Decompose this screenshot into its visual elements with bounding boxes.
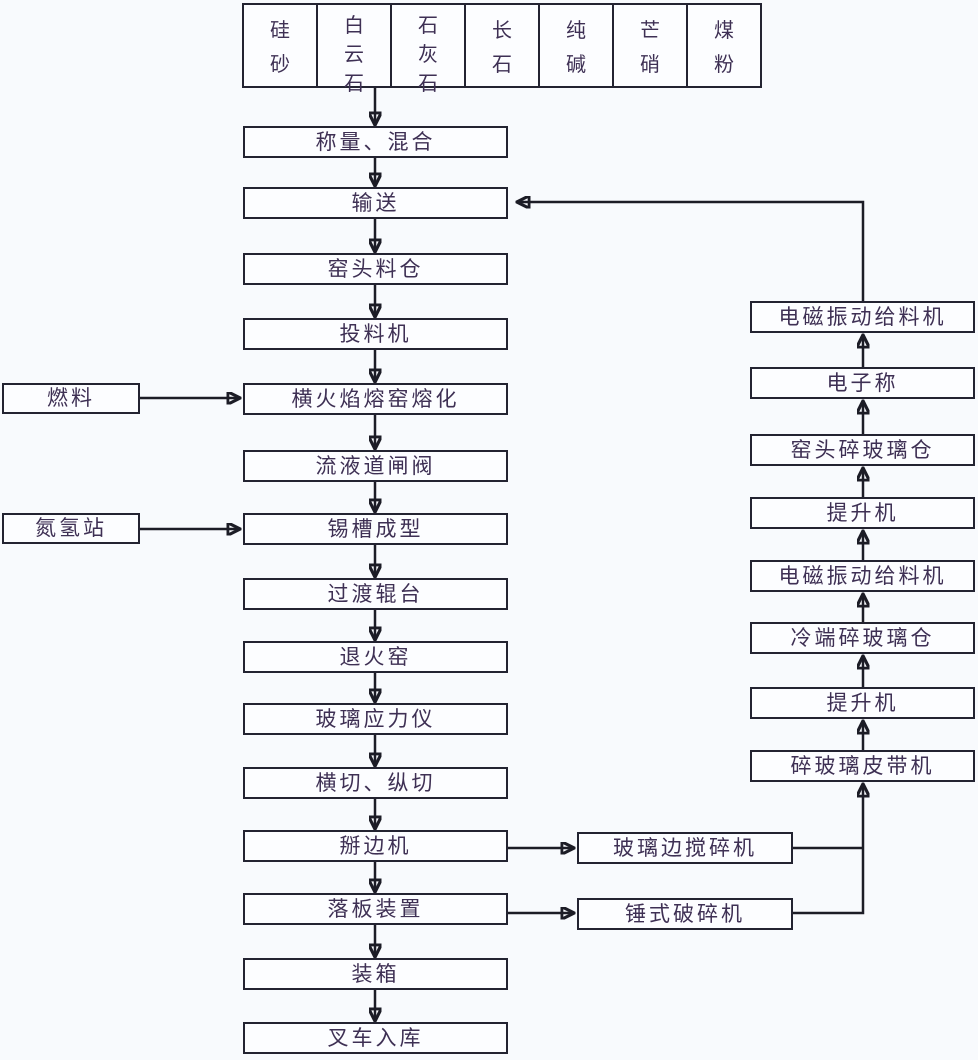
branch-hammer-crusher: 锤式破碎机 xyxy=(577,898,793,930)
material-char: 石 xyxy=(344,73,364,95)
material-dolomite: 白云石 xyxy=(316,5,390,95)
step-cross-long-cutting: 横切、纵切 xyxy=(243,767,508,799)
step-weighing-mixing: 称量、混合 xyxy=(243,126,508,158)
material-char: 粉 xyxy=(714,54,734,76)
return-kiln-head-cullet-silo: 窑头碎玻璃仓 xyxy=(750,434,975,466)
material-char: 硅 xyxy=(270,20,290,42)
material-char: 碱 xyxy=(566,54,586,76)
input-fuel: 燃料 xyxy=(2,383,140,414)
step-flow-channel-gate: 流液道闸阀 xyxy=(243,450,508,482)
branch-glass-edge-crusher: 玻璃边搅碎机 xyxy=(577,832,793,864)
material-char: 芒 xyxy=(640,20,660,42)
material-char: 石 xyxy=(418,15,438,37)
step-tin-bath-forming: 锡槽成型 xyxy=(243,513,508,545)
material-feldspar: 长石 xyxy=(464,5,538,86)
step-transition-rollers: 过渡辊台 xyxy=(243,578,508,610)
step-kiln-head-silo: 窑头料仓 xyxy=(243,253,508,285)
return-elevator-lower: 提升机 xyxy=(750,687,975,719)
step-sheet-drop-device: 落板装置 xyxy=(243,893,508,925)
material-char: 云 xyxy=(344,44,364,66)
arrow-crushers-to-belt xyxy=(793,785,863,915)
material-char: 砂 xyxy=(270,54,290,76)
material-soda-ash: 纯碱 xyxy=(538,5,612,86)
step-packing: 装箱 xyxy=(243,958,508,990)
material-limestone: 石灰石 xyxy=(390,5,464,95)
step-forklift-warehouse: 叉车入库 xyxy=(243,1022,508,1054)
material-char: 石 xyxy=(418,73,438,95)
material-char: 煤 xyxy=(714,20,734,42)
return-electronic-scale: 电子称 xyxy=(750,367,975,399)
material-char: 石 xyxy=(492,54,512,76)
step-stress-analyzer: 玻璃应力仪 xyxy=(243,703,508,735)
return-vibration-feeder-upper: 电磁振动给料机 xyxy=(750,301,975,333)
return-cullet-belt-conveyor: 碎玻璃皮带机 xyxy=(750,750,975,782)
step-melting-furnace: 横火焰熔窑熔化 xyxy=(243,383,508,415)
step-conveying: 输送 xyxy=(243,187,508,219)
material-char: 灰 xyxy=(418,44,438,66)
material-char: 白 xyxy=(344,15,364,37)
return-cold-end-cullet-silo: 冷端碎玻璃仓 xyxy=(750,622,975,654)
raw-materials-row: 硅砂 白云石 石灰石 长石 纯碱 芒硝 煤粉 xyxy=(242,3,762,95)
material-salt-cake: 芒硝 xyxy=(612,5,686,86)
arrow-feeder-to-conveying xyxy=(518,202,865,301)
input-nitrogen-hydrogen-station: 氮氢站 xyxy=(2,513,140,544)
step-batch-charger: 投料机 xyxy=(243,318,508,350)
return-vibration-feeder-lower: 电磁振动给料机 xyxy=(750,560,975,592)
material-char: 长 xyxy=(492,20,512,42)
material-coal-powder: 煤粉 xyxy=(686,5,760,86)
step-annealing-lehr: 退火窑 xyxy=(243,641,508,673)
return-elevator-upper: 提升机 xyxy=(750,497,975,529)
material-char: 纯 xyxy=(566,20,586,42)
step-edge-snapping: 掰边机 xyxy=(243,830,508,862)
material-silica-sand: 硅砂 xyxy=(244,5,316,86)
material-char: 硝 xyxy=(640,54,660,76)
